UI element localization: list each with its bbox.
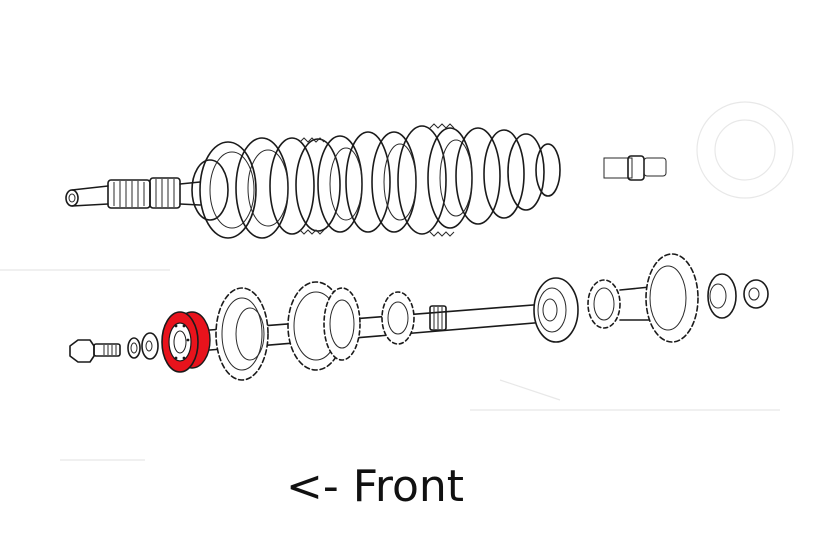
layshaft-small-gear (381, 291, 415, 345)
synchro-and-gear-cluster (191, 123, 561, 239)
front-direction-caption: <- Front (286, 461, 465, 512)
center-bearing (533, 277, 579, 343)
spring-washer (127, 337, 141, 359)
nut (743, 279, 769, 309)
splined-section (429, 305, 447, 331)
input-shaft (65, 177, 201, 209)
upper-mainshaft-assembly (65, 123, 667, 239)
background-ghost-marks (0, 101, 794, 461)
layshaft-gear-1 (215, 287, 269, 381)
bolt (69, 339, 121, 363)
rear-bearing (707, 273, 737, 319)
rear-large-gear (645, 253, 699, 343)
front-bearing-highlighted[interactable] (161, 311, 211, 373)
flat-washer (141, 332, 159, 360)
rear-shaft-end (603, 155, 667, 181)
lower-layshaft-assembly (69, 253, 769, 381)
layshaft-gear-3 (323, 287, 361, 361)
